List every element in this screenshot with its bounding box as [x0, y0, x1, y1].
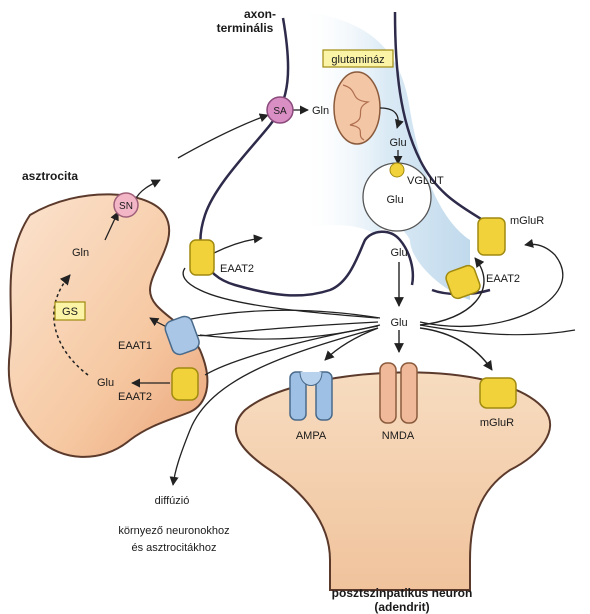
arrow-astro-to-sn — [134, 179, 161, 201]
arrow-glu-to-mglur-pre — [419, 257, 485, 326]
glutaminase-label: glutamináz — [331, 54, 384, 66]
eaat2-astrocyte-label: EAAT2 — [118, 391, 152, 403]
postsynaptic-label-2: (adendrit) — [374, 600, 429, 614]
glu-cleft-label: Glu — [390, 317, 407, 329]
arrow-glu-to-eaat2-pre — [419, 238, 564, 328]
gln-astrocyte-label: Gln — [72, 247, 89, 259]
mglur-pre-label: mGluR — [510, 215, 544, 227]
mitochondrion — [333, 71, 381, 145]
arrow-mito-to-glu — [379, 107, 404, 129]
eaat1-label: EAAT1 — [118, 340, 152, 352]
glu-astrocyte-label: Glu — [97, 377, 114, 389]
glu-cleft-top-label: Glu — [390, 247, 407, 259]
eaat2-pre-label: EAAT2 — [486, 273, 520, 285]
axon-terminal-outline-right — [393, 11, 491, 227]
gln-axon-label: Gln — [312, 105, 329, 117]
postsynaptic-label-1: posztszinpatikus neuron — [332, 586, 473, 600]
nmda-receptor — [379, 362, 418, 424]
astrocyte-body — [7, 193, 209, 458]
glu-vesicle-label: Glu — [386, 194, 403, 206]
axon-terminal-label-2: terminális — [217, 21, 274, 35]
cleft-outline-3 — [419, 324, 576, 336]
gs-box — [54, 301, 86, 321]
vglut-transporter — [389, 162, 405, 178]
arrow-glu-to-eaat2-astro — [204, 325, 379, 376]
arrow-glu-to-diffusion — [169, 327, 379, 486]
arrow-glu-to-gln-dashed — [53, 274, 89, 376]
gs-label: GS — [62, 306, 78, 318]
eaat1-transporter — [164, 315, 200, 356]
diffusion-label: diffúzió — [155, 495, 190, 507]
eaat2-axon-side — [189, 239, 215, 276]
sn-transporter — [113, 192, 139, 218]
arrow-eaat2-axon-out — [213, 234, 263, 254]
sa-label: SA — [273, 106, 287, 117]
sa-transporter — [266, 96, 294, 124]
neighbors-label-1: környező neuronokhoz — [118, 525, 229, 537]
mglur-postsynaptic — [479, 377, 517, 409]
neighbors-label-2: és asztrocitákhoz — [132, 542, 217, 554]
ampa-label: AMPA — [296, 430, 327, 442]
postsynaptic-neuron-body — [234, 371, 551, 591]
ampa-receptor — [289, 371, 333, 421]
arrow-glu-to-axon-eaat2 — [182, 267, 379, 319]
eaat2-presynaptic — [445, 264, 481, 300]
astrocyte-label: asztrocita — [22, 169, 78, 183]
arrow-sn-to-sa — [177, 113, 269, 159]
mglur-post-label: mGluR — [480, 417, 514, 429]
vglut-label: VGLUT — [407, 175, 444, 187]
axon-terminal-label-1: axon- — [244, 7, 276, 21]
arrow-gln-to-sn — [104, 211, 119, 241]
sn-label: SN — [119, 201, 133, 212]
mglur-presynaptic — [477, 217, 506, 256]
eaat2-axon-label: EAAT2 — [220, 263, 254, 275]
arrow-glu-to-ampa — [324, 327, 379, 361]
arrow-glu-to-mglur-post — [419, 327, 493, 371]
glu-mito-label: Glu — [389, 137, 406, 149]
axon-terminal-outline-left — [199, 17, 415, 297]
eaat2-astrocyte — [171, 367, 199, 401]
glutaminase-box — [322, 49, 394, 68]
nmda-label: NMDA — [382, 430, 415, 442]
